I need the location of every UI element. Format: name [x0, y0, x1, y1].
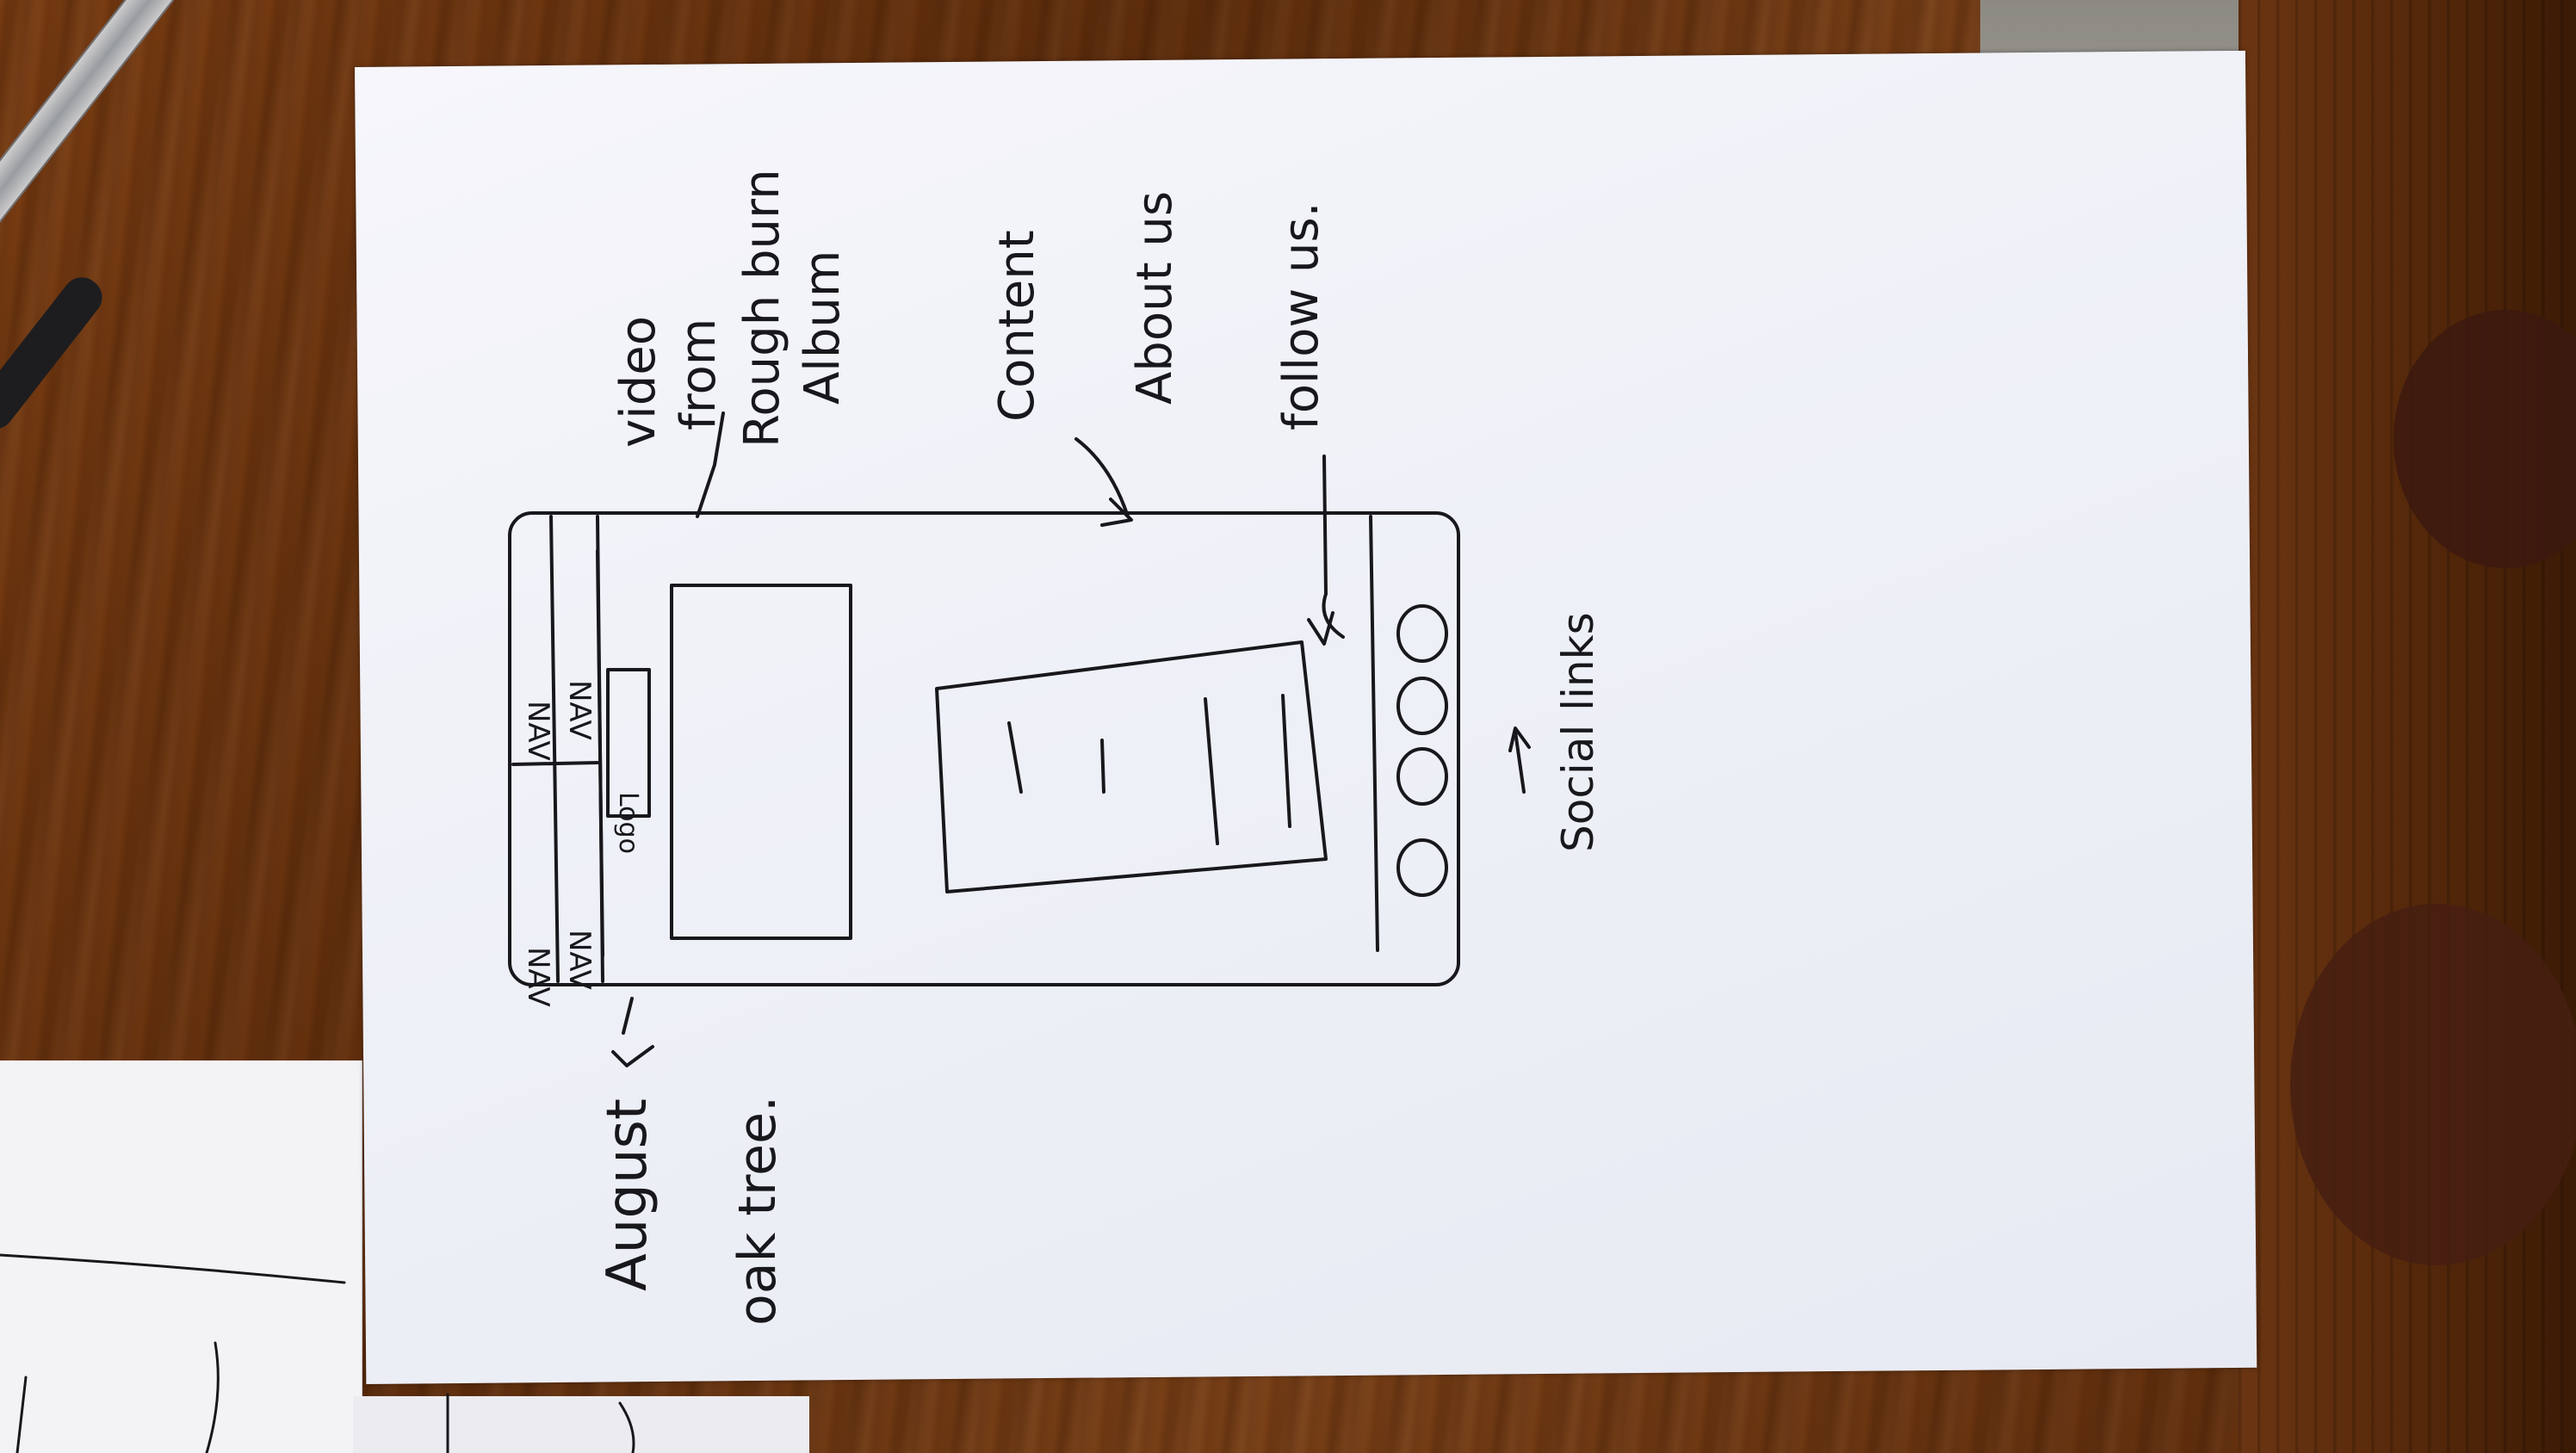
- logo-label: Logo: [613, 792, 643, 854]
- video-annotation: video: [610, 316, 666, 448]
- circle-icon: [1396, 677, 1448, 735]
- nav-label: NAV: [562, 680, 597, 740]
- underlying-sheet-edge: [353, 1396, 809, 1453]
- social-links-annotation: Social links: [1553, 612, 1603, 852]
- video-annotation: Album: [795, 250, 851, 405]
- circle-icon: [1396, 838, 1448, 897]
- content-card: [935, 640, 1328, 893]
- circle-icon: [1396, 604, 1448, 663]
- content-annotation: Content: [989, 230, 1045, 422]
- underlying-sheet: [0, 1060, 362, 1453]
- about-annotation: About us: [1127, 191, 1183, 405]
- nav-label: NAV: [521, 701, 555, 761]
- video-box: [670, 584, 852, 940]
- video-annotation: from: [671, 318, 727, 430]
- knee-shadow: [2393, 310, 2576, 568]
- title-annotation: oak tree.: [728, 1096, 788, 1326]
- nav-label: NAV: [562, 930, 597, 990]
- leg-shadow: [2290, 904, 2576, 1265]
- circle-icon: [1396, 747, 1448, 806]
- phone-frame: [508, 511, 1460, 986]
- follow-annotation: follow us.: [1273, 202, 1329, 430]
- nav-label: NAV: [521, 947, 555, 1007]
- title-annotation: August: [596, 1098, 659, 1291]
- video-annotation: Rough burn: [734, 169, 790, 448]
- logo-box: [606, 668, 651, 818]
